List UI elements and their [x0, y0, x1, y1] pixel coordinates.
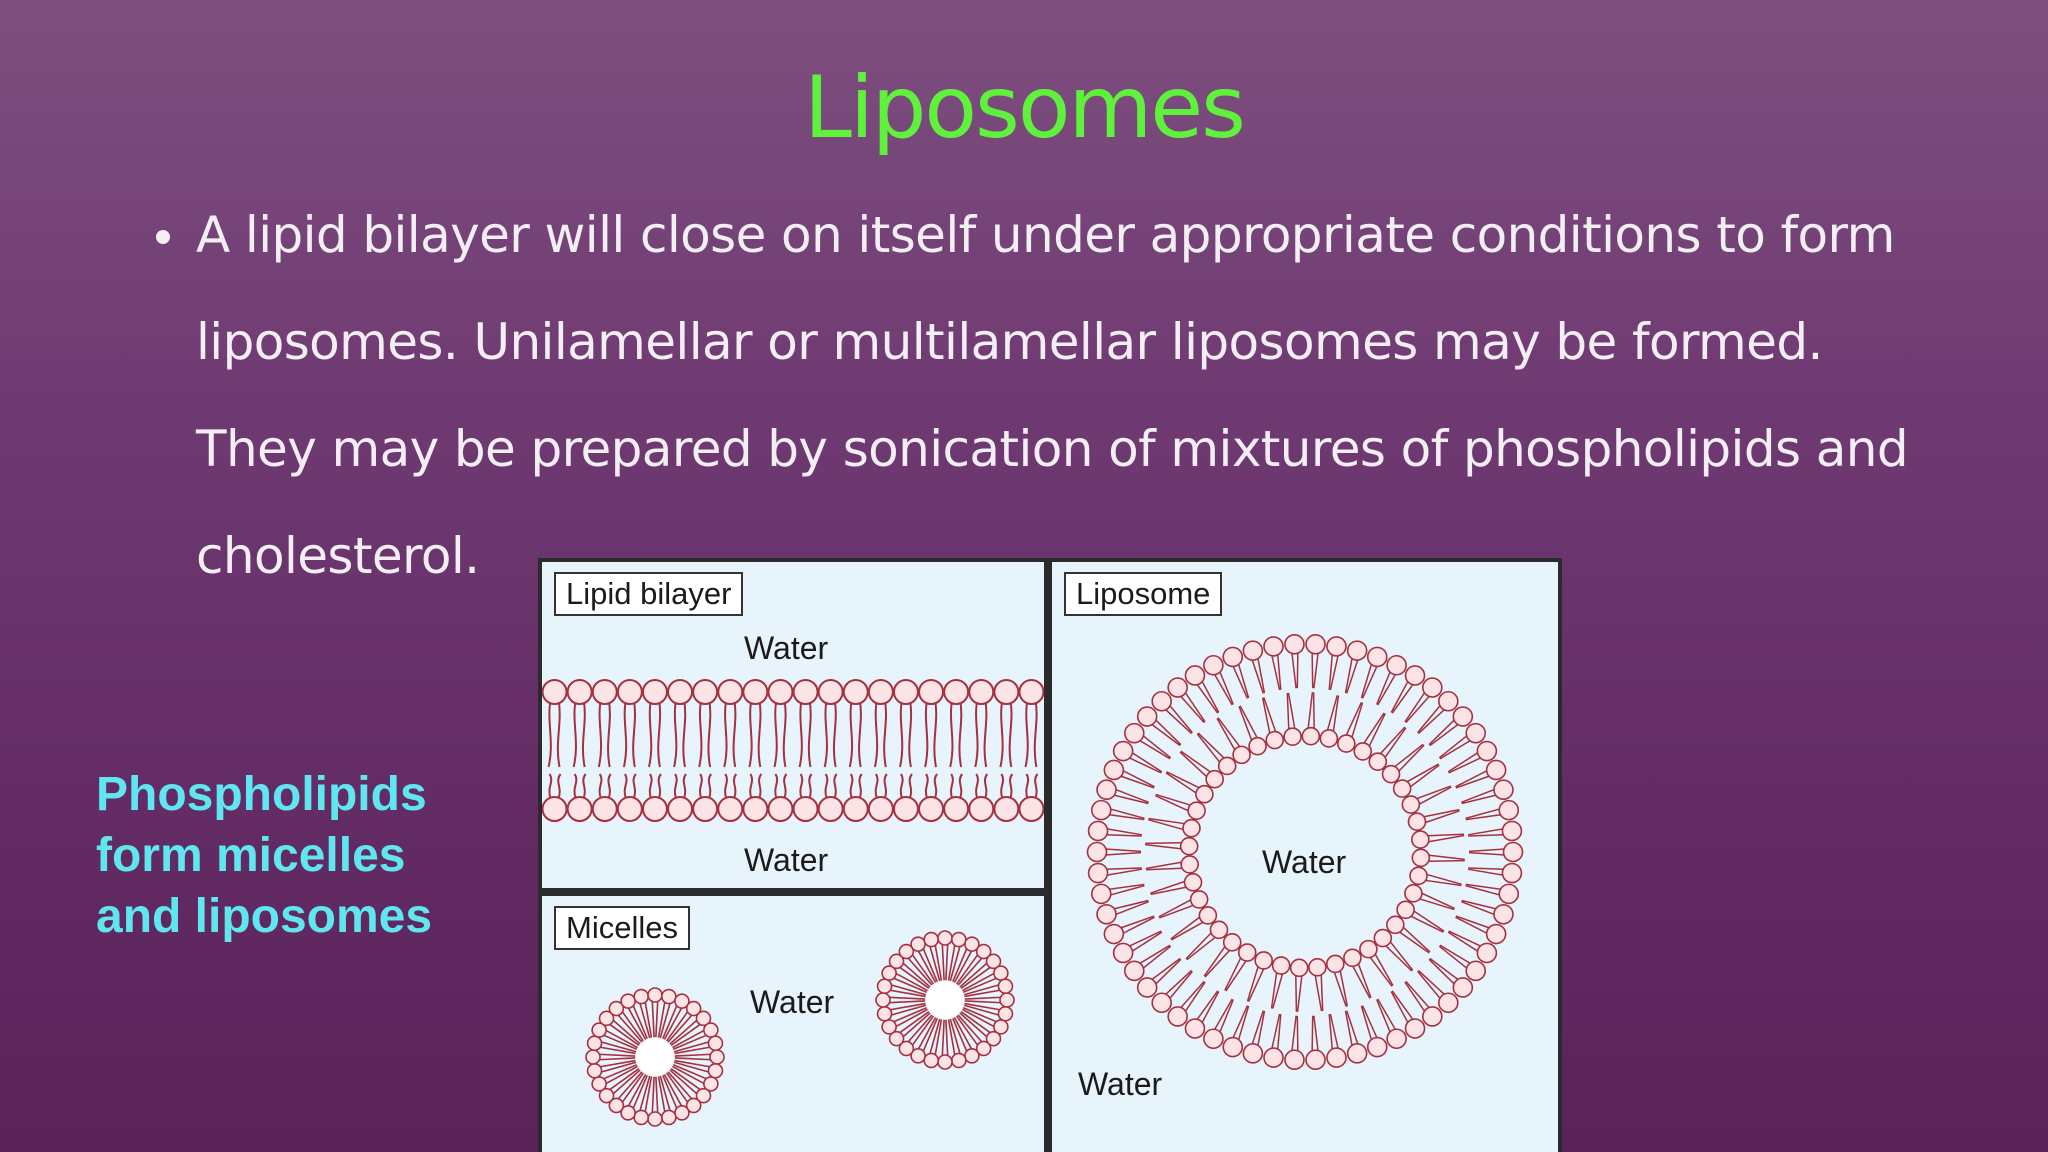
- bullet-line-3: They may be prepared by sonication of mi…: [196, 420, 1909, 478]
- lipid-structures-figure: Lipid bilayer Water Water Micelles Water…: [538, 558, 1562, 1152]
- liposome-panel: Liposome Water Water: [1052, 562, 1558, 1152]
- bilayer-water-bottom-label: Water: [744, 842, 829, 878]
- bullet-line-2: liposomes. Unilamellar or multilamellar …: [196, 313, 1823, 371]
- side-note: Phospholipids form micelles and liposome…: [96, 764, 432, 947]
- bullet-line-4: cholesterol.: [196, 527, 480, 585]
- liposome-label: Liposome: [1064, 572, 1223, 616]
- bullet-dot-icon: [156, 230, 170, 244]
- liposome-bilayer-group: [1086, 633, 1524, 1071]
- side-note-line-1: Phospholipids: [96, 768, 427, 821]
- bilayer-water-top-label: Water: [744, 630, 829, 666]
- bilayer-lipids-group: [542, 679, 1044, 822]
- lipid-bilayer-panel: Lipid bilayer Water Water: [542, 562, 1044, 888]
- side-note-line-2: form micelles: [96, 829, 406, 882]
- micelles-label: Micelles: [554, 906, 690, 950]
- micelles-water-label: Water: [750, 984, 835, 1020]
- side-note-line-3: and liposomes: [96, 890, 433, 943]
- bullet-line-1: A lipid bilayer will close on itself und…: [196, 206, 1895, 264]
- slide-title: Liposomes: [804, 58, 1246, 158]
- liposome-diagram: [1052, 562, 1558, 1152]
- liposome-water-inside-label: Water: [1262, 844, 1347, 880]
- micelle-group: [585, 987, 725, 1127]
- micelles-panel: Micelles Water: [542, 896, 1044, 1152]
- lipid-bilayer-label: Lipid bilayer: [554, 572, 744, 616]
- lipid-bilayer-diagram: [542, 562, 1044, 888]
- micelle-group: [875, 930, 1015, 1070]
- liposome-water-outside-label: Water: [1078, 1066, 1163, 1102]
